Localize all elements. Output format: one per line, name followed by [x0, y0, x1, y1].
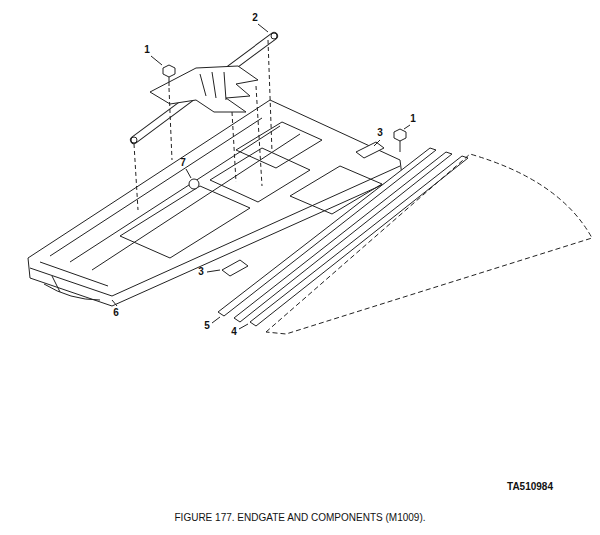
leader-line	[239, 324, 248, 329]
leader-line	[207, 270, 220, 272]
window-glass	[266, 154, 592, 334]
callout-number: 7	[180, 158, 186, 168]
leader-line	[186, 169, 191, 178]
rod-end	[271, 33, 277, 39]
leader-line	[212, 317, 220, 323]
callout-number: 1	[144, 45, 150, 55]
bolt	[394, 129, 406, 152]
panel-recess	[290, 166, 382, 214]
figure-code: TA510984	[507, 482, 553, 492]
callout-number: 3	[377, 128, 383, 138]
window-rail	[234, 152, 452, 322]
rod-bracket	[150, 66, 258, 112]
callout-number: 1	[410, 114, 416, 124]
leader-line	[151, 56, 162, 65]
mounting-bracket	[222, 260, 248, 276]
endgate-panel	[28, 100, 402, 306]
callout-number: 4	[231, 327, 237, 337]
torsion-rod	[134, 36, 274, 140]
alignment-line	[134, 40, 272, 210]
mounting-bracket	[356, 142, 384, 158]
window-opening	[236, 122, 322, 168]
bolt	[163, 65, 175, 86]
leader-line	[404, 125, 410, 129]
leader-line	[374, 140, 380, 146]
callout-number: 2	[252, 13, 258, 23]
bracket-teeth	[200, 72, 226, 100]
rod-end	[131, 137, 137, 143]
panel-handle	[44, 276, 100, 300]
figure-caption: FIGURE 177. ENDGATE AND COMPONENTS (M100…	[175, 513, 426, 523]
panel-ridge	[40, 118, 300, 286]
panel-recess	[120, 186, 250, 258]
callout-number: 5	[204, 321, 210, 331]
callout-number: 6	[113, 308, 119, 318]
callout-number: 3	[198, 267, 204, 277]
leader-line	[112, 300, 117, 306]
part-7	[189, 179, 199, 189]
window-rail	[250, 156, 468, 326]
window-rail	[218, 148, 436, 316]
leader-line	[258, 24, 268, 32]
